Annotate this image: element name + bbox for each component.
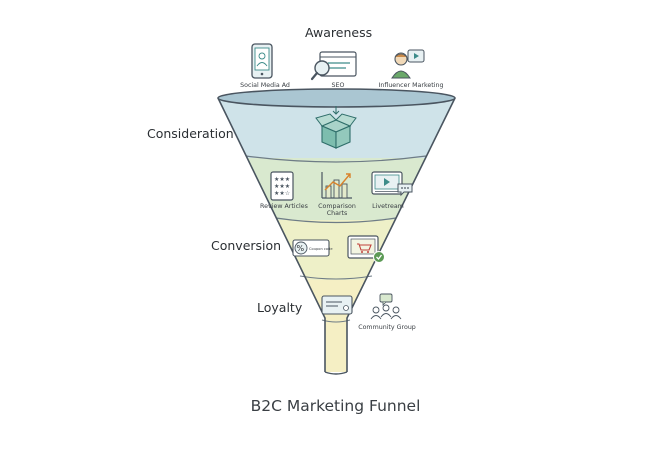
svg-text:★★★: ★★★ xyxy=(274,176,290,183)
item-label-livestream: Livetream xyxy=(372,203,404,210)
funnel-rim xyxy=(217,88,456,108)
shopping-cart-screen-icon xyxy=(347,235,385,263)
stage-label-consideration: Consideration xyxy=(147,126,234,141)
coupon-code-text: Coupon code xyxy=(309,247,333,251)
coupon-icon: % Coupon code xyxy=(292,239,333,257)
funnel-outline xyxy=(217,97,456,372)
item-label-review-articles: Review Articles xyxy=(260,203,308,210)
funnel-spout-bottom xyxy=(324,371,348,375)
review-document-icon: ★★★ ★★★ ★★☆ xyxy=(270,171,294,201)
band-divider xyxy=(299,275,373,280)
stage-label-loyalty: Loyalty xyxy=(257,300,303,315)
community-group-icon xyxy=(370,293,402,320)
livestream-screen-icon xyxy=(371,171,413,197)
band-divider xyxy=(275,217,397,224)
open-box-icon xyxy=(315,106,357,149)
influencer-icon xyxy=(391,49,425,79)
stage-label-awareness: Awareness xyxy=(305,25,373,40)
svg-text:%: % xyxy=(297,244,305,253)
phone-icon xyxy=(251,43,273,79)
stage-label-conversion: Conversion xyxy=(211,238,282,253)
item-label-community-group: Community Group xyxy=(358,324,416,331)
diagram-title: B2C Marketing Funnel xyxy=(250,397,421,415)
item-label-comparison-line2: Charts xyxy=(326,210,348,217)
svg-text:★★★: ★★★ xyxy=(274,183,290,190)
item-label-seo: SEO xyxy=(331,82,345,89)
item-label-influencer-marketing: Influencer Marketing xyxy=(378,82,444,89)
svg-text:★★☆: ★★☆ xyxy=(274,190,290,197)
item-label-comparison-line1: Comparison xyxy=(318,203,356,210)
item-label-social-media-ad: Social Media Ad xyxy=(240,82,290,89)
loyalty-card-icon xyxy=(321,295,353,315)
magnifier-icon xyxy=(310,60,330,81)
loyalty-band xyxy=(218,280,455,372)
bar-chart-icon xyxy=(321,172,352,199)
band-divider xyxy=(245,155,427,163)
